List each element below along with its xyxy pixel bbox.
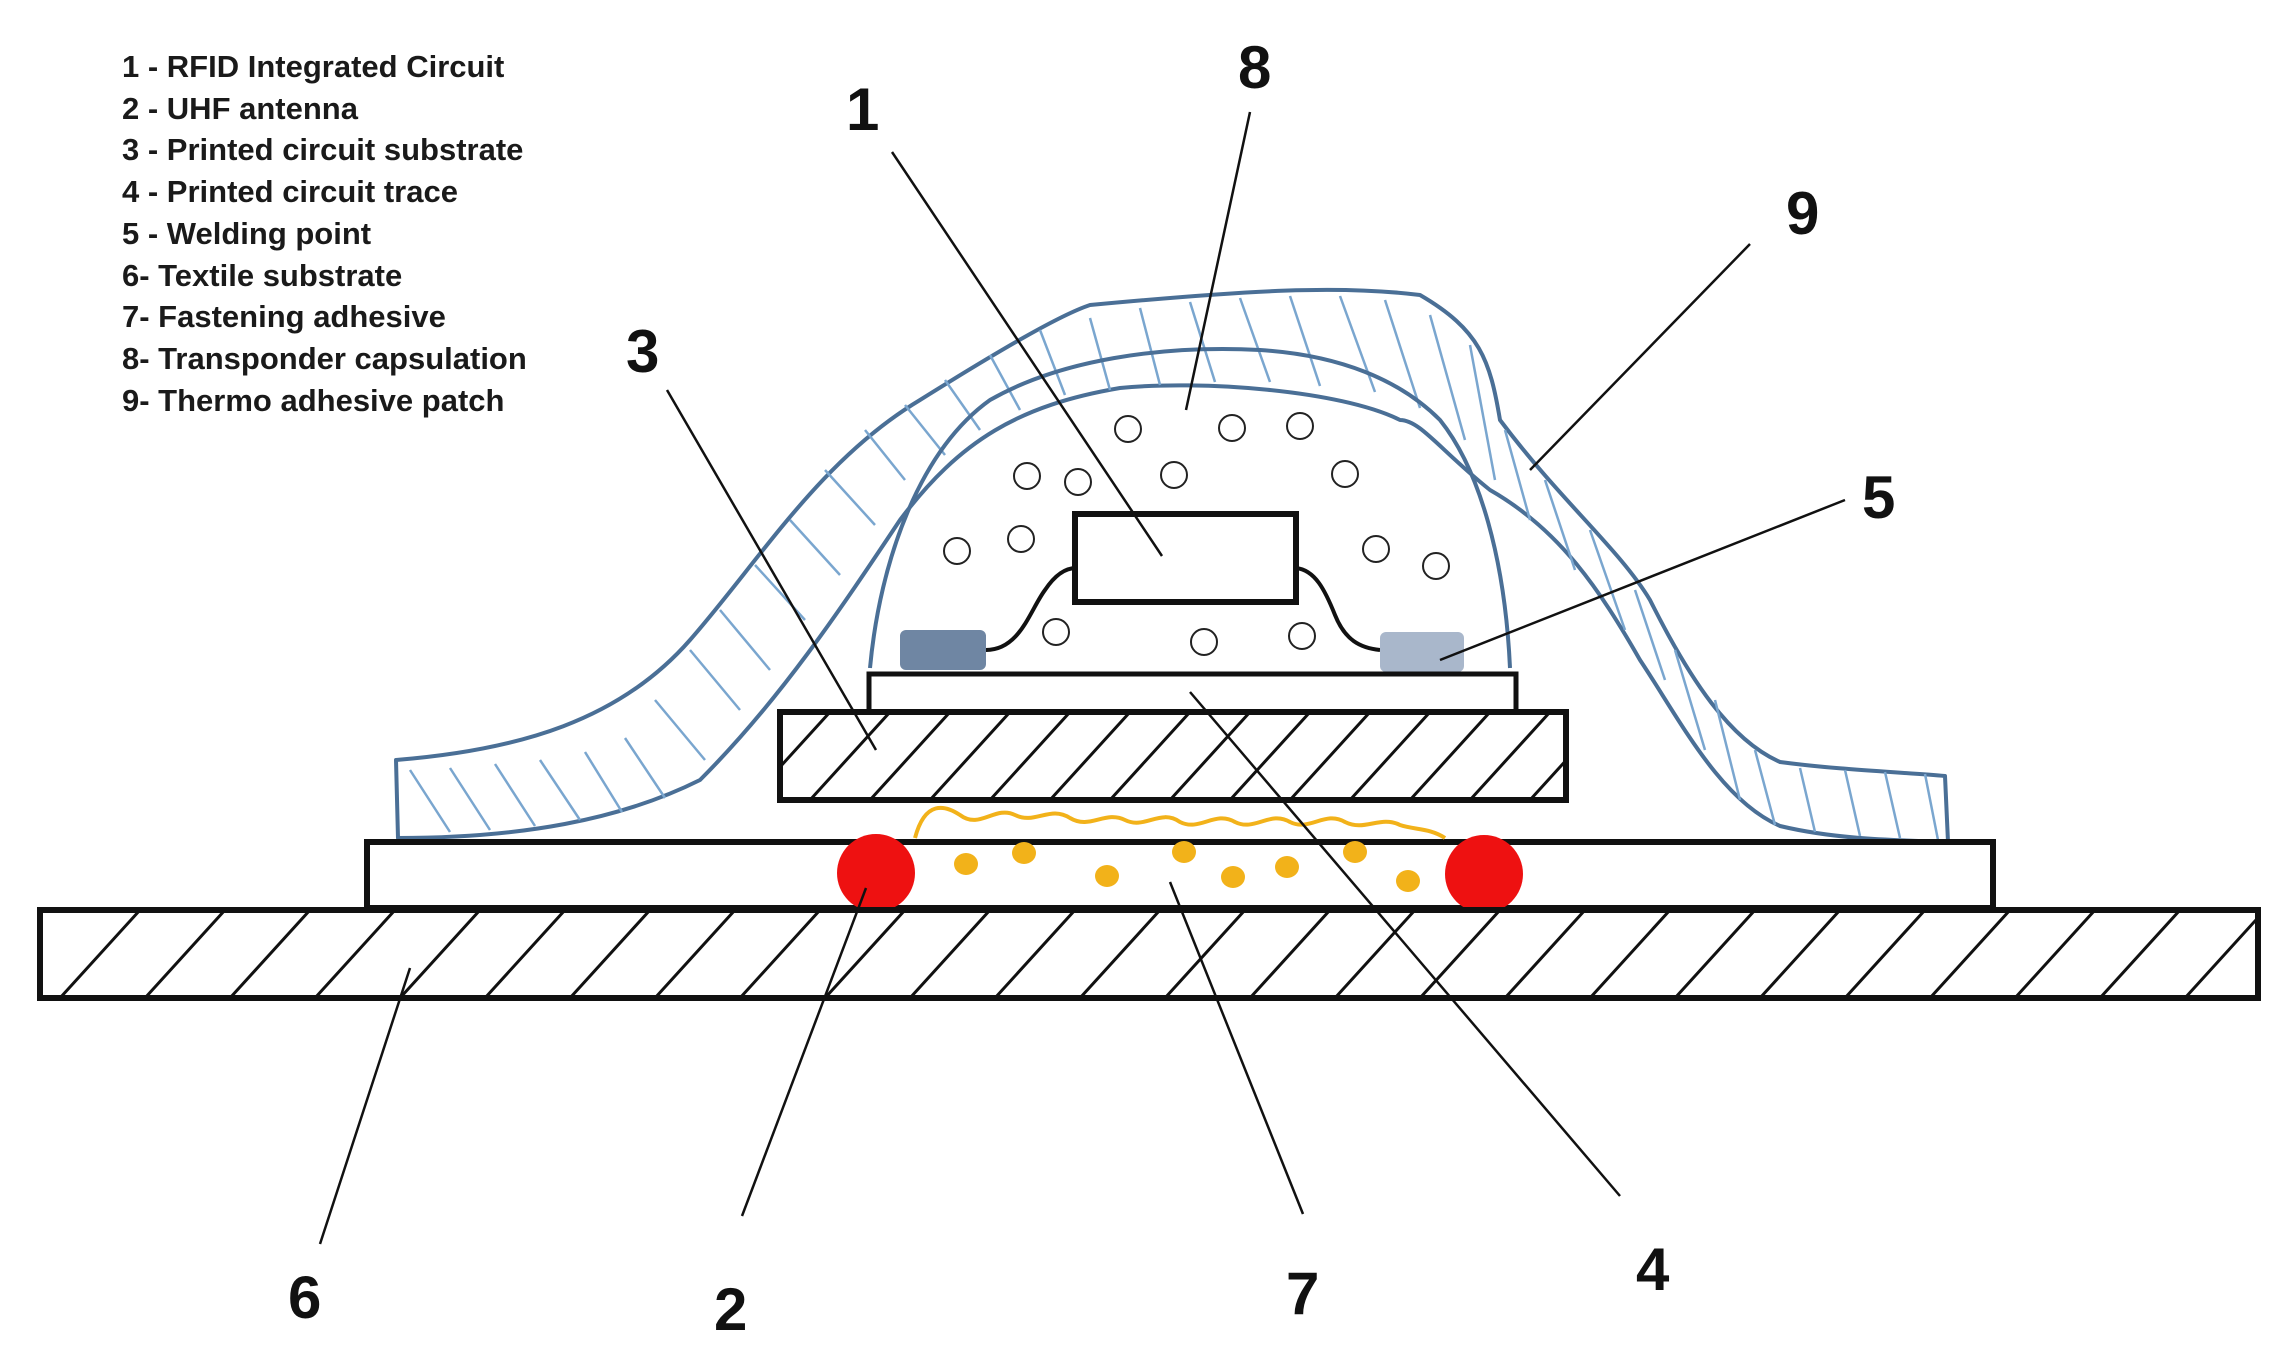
leader-lines bbox=[318, 111, 1846, 1245]
leader-line-3 bbox=[665, 389, 878, 751]
filler-circle bbox=[1286, 412, 1314, 440]
welding-point-right bbox=[1380, 632, 1464, 672]
callout-4: 4 bbox=[1636, 1236, 1670, 1303]
fastening-adhesive bbox=[913, 805, 1447, 892]
legend-item-4: 4 - Printed circuit trace bbox=[122, 174, 458, 210]
callout-9: 9 bbox=[1786, 180, 1819, 247]
transponder-capsulation bbox=[868, 347, 1512, 669]
capsulation-filler bbox=[943, 412, 1450, 656]
legend-item-1: 1 - RFID Integrated Circuit bbox=[122, 49, 505, 84]
printed-circuit-substrate bbox=[777, 709, 1569, 803]
callout-2: 2 bbox=[714, 1276, 747, 1343]
adhesive-dot bbox=[1396, 870, 1420, 892]
textile-hatch bbox=[58, 910, 2258, 998]
filler-circle bbox=[1288, 622, 1316, 650]
legend-item-9: 9- Thermo adhesive patch bbox=[122, 382, 505, 418]
wire-bonds bbox=[985, 566, 1381, 652]
filler-circle bbox=[1114, 415, 1142, 443]
patch-hatch bbox=[408, 295, 1940, 841]
adhesive-dot bbox=[954, 853, 978, 875]
filler-circle bbox=[1218, 414, 1246, 442]
wire-bond-right bbox=[1295, 566, 1381, 652]
legend-item-3: 3 - Printed circuit substrate bbox=[122, 132, 524, 168]
callout-8: 8 bbox=[1238, 34, 1271, 101]
leader-line-5 bbox=[1439, 498, 1846, 662]
callout-7: 7 bbox=[1286, 1260, 1319, 1327]
legend-item-7: 7- Fastening adhesive bbox=[122, 299, 446, 335]
thermo-adhesive-patch bbox=[394, 287, 1950, 844]
callout-3: 3 bbox=[626, 318, 659, 385]
leader-line-1 bbox=[890, 151, 1164, 557]
legend-item-5: 5 - Welding point bbox=[122, 215, 372, 251]
callout-5: 5 bbox=[1862, 464, 1895, 531]
filler-circle bbox=[1331, 460, 1359, 488]
textile-substrate bbox=[37, 907, 2261, 1001]
filler-circle bbox=[1013, 462, 1041, 490]
leader-line-6 bbox=[318, 967, 412, 1245]
leader-line-7 bbox=[1168, 881, 1305, 1215]
patch-band bbox=[394, 287, 1950, 844]
rfid-integrated-circuit bbox=[1072, 511, 1299, 605]
leader-line-4 bbox=[1189, 691, 1621, 1197]
textile-substrate-body bbox=[37, 907, 2261, 1001]
filler-circle bbox=[1422, 552, 1450, 580]
leader-line-8 bbox=[1184, 111, 1252, 411]
adhesive-dot bbox=[1275, 856, 1299, 878]
filler-circle bbox=[1042, 618, 1070, 646]
filler-circle bbox=[943, 537, 971, 565]
filler-circle bbox=[1064, 468, 1092, 496]
printed-circuit-trace bbox=[866, 671, 1519, 715]
callout-numbers: 1 8 9 3 5 6 2 7 4 bbox=[288, 34, 1895, 1343]
callout-1: 1 bbox=[846, 76, 879, 143]
adhesive-dot bbox=[1221, 866, 1245, 888]
legend-item-8: 8- Transponder capsulation bbox=[122, 340, 527, 376]
callout-6: 6 bbox=[288, 1264, 321, 1331]
leader-line-9 bbox=[1529, 243, 1751, 471]
filler-circle bbox=[1007, 525, 1035, 553]
filler-circle bbox=[1190, 628, 1218, 656]
antenna-contact-right bbox=[1445, 835, 1523, 913]
leader-line-2 bbox=[740, 887, 868, 1217]
wire-bond-left bbox=[985, 566, 1077, 652]
adhesive-wavy-line bbox=[913, 805, 1447, 840]
welding-point-left bbox=[900, 630, 986, 670]
pcb-hatch bbox=[780, 712, 1566, 800]
antenna-contact-left bbox=[837, 834, 915, 912]
adhesive-dot bbox=[1172, 841, 1196, 863]
adhesive-dot bbox=[1095, 865, 1119, 887]
adhesive-dot bbox=[1343, 841, 1367, 863]
legend-item-2: 2 - UHF antenna bbox=[122, 90, 358, 126]
filler-circle bbox=[1160, 461, 1188, 489]
legend-item-6: 6- Textile substrate bbox=[122, 257, 403, 293]
legend: 1 - RFID Integrated Circuit 2 - UHF ante… bbox=[122, 46, 527, 421]
filler-circle bbox=[1362, 535, 1390, 563]
adhesive-dot bbox=[1012, 842, 1036, 864]
